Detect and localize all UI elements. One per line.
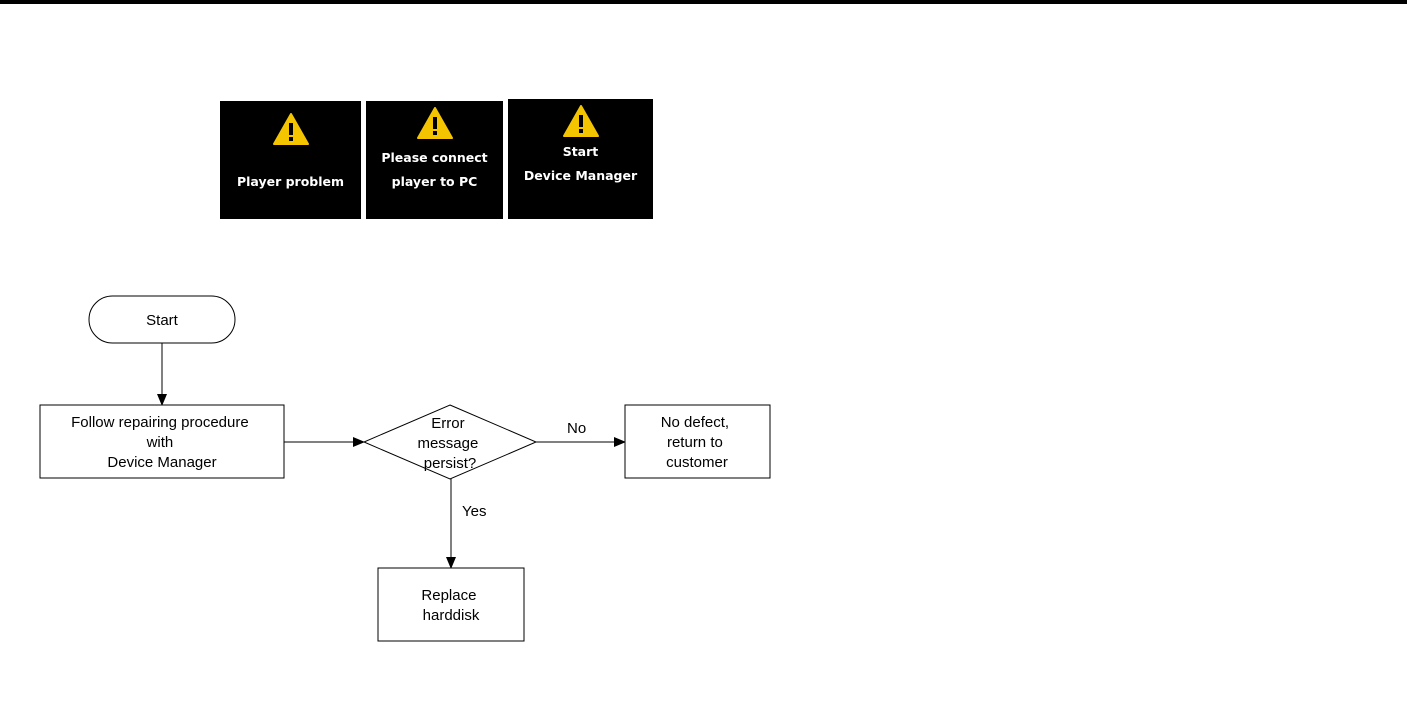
screen-connect-player: Please connect player to PC [366,101,503,219]
warning-icon [416,107,453,139]
procedure-line: with [146,434,174,451]
top-rule [0,0,1407,4]
screen-message: Please connect player to PC [381,150,488,189]
replace-line: Replace [421,587,476,604]
no-defect-line: customer [666,454,728,471]
screen-player-problem: Player problem [220,101,361,219]
screen-message: Player problem [236,174,345,189]
no-defect-line: return to [667,434,723,451]
screen-start-device-manager: Start Device Manager [508,99,653,219]
start-label: Start [146,312,179,329]
svg-text:Error message pers: Error message persist? [417,415,482,472]
procedure-box: Follow repairing procedure with Device M… [39,404,285,479]
decision-line: persist? [424,455,477,472]
no-defect-box: No defect, return to customer [624,404,771,479]
warning-icon [272,113,309,145]
replace-line: harddisk [423,607,480,624]
no-label: No [567,420,586,437]
start-terminator: Start [88,295,236,344]
decision-line: message [417,435,478,452]
screen-message: Start Device Manager [523,144,638,183]
warning-icon [562,105,599,137]
replace-harddisk-box: Replace harddisk [377,567,525,642]
svg-text:No defect, return to: No defect, return to customer [661,414,734,471]
procedure-line: Device Manager [107,454,216,471]
procedure-line: Follow repairing procedure [71,414,249,431]
svg-text:Replace harddisk: Replace harddisk [421,587,480,624]
decision-diamond: Error message persist? [362,404,538,480]
no-defect-line: No defect, [661,414,729,431]
yes-label: Yes [462,503,486,520]
svg-text:Follow repairing procedure: Follow repairing procedure with Device M… [71,414,253,471]
decision-line: Error [431,415,464,432]
